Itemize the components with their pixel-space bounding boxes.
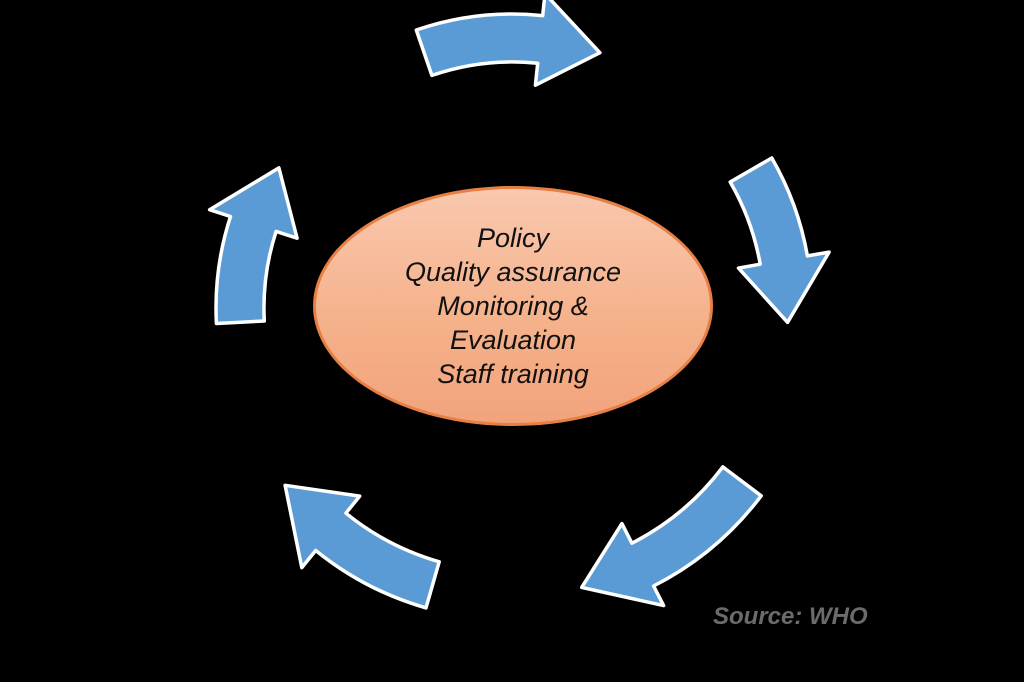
curved-arrow-right-icon bbox=[728, 156, 831, 325]
ellipse-text-line: Monitoring & bbox=[437, 291, 589, 321]
center-ellipse: Policy Quality assurance Monitoring & Ev… bbox=[313, 186, 713, 426]
ellipse-text-line: Quality assurance bbox=[404, 257, 622, 287]
curved-arrow-bottom-left-icon bbox=[283, 483, 441, 610]
ellipse-text-line: Policy bbox=[476, 223, 550, 253]
ellipse-text-line: Evaluation bbox=[449, 325, 577, 355]
source-caption: Source: WHO bbox=[713, 603, 868, 630]
curved-arrow-left-icon bbox=[207, 166, 299, 326]
ellipse-text-line: Staff training bbox=[437, 359, 589, 389]
curved-arrow-bottom-right-icon bbox=[579, 465, 763, 608]
curved-arrow-top-icon bbox=[414, 0, 602, 87]
